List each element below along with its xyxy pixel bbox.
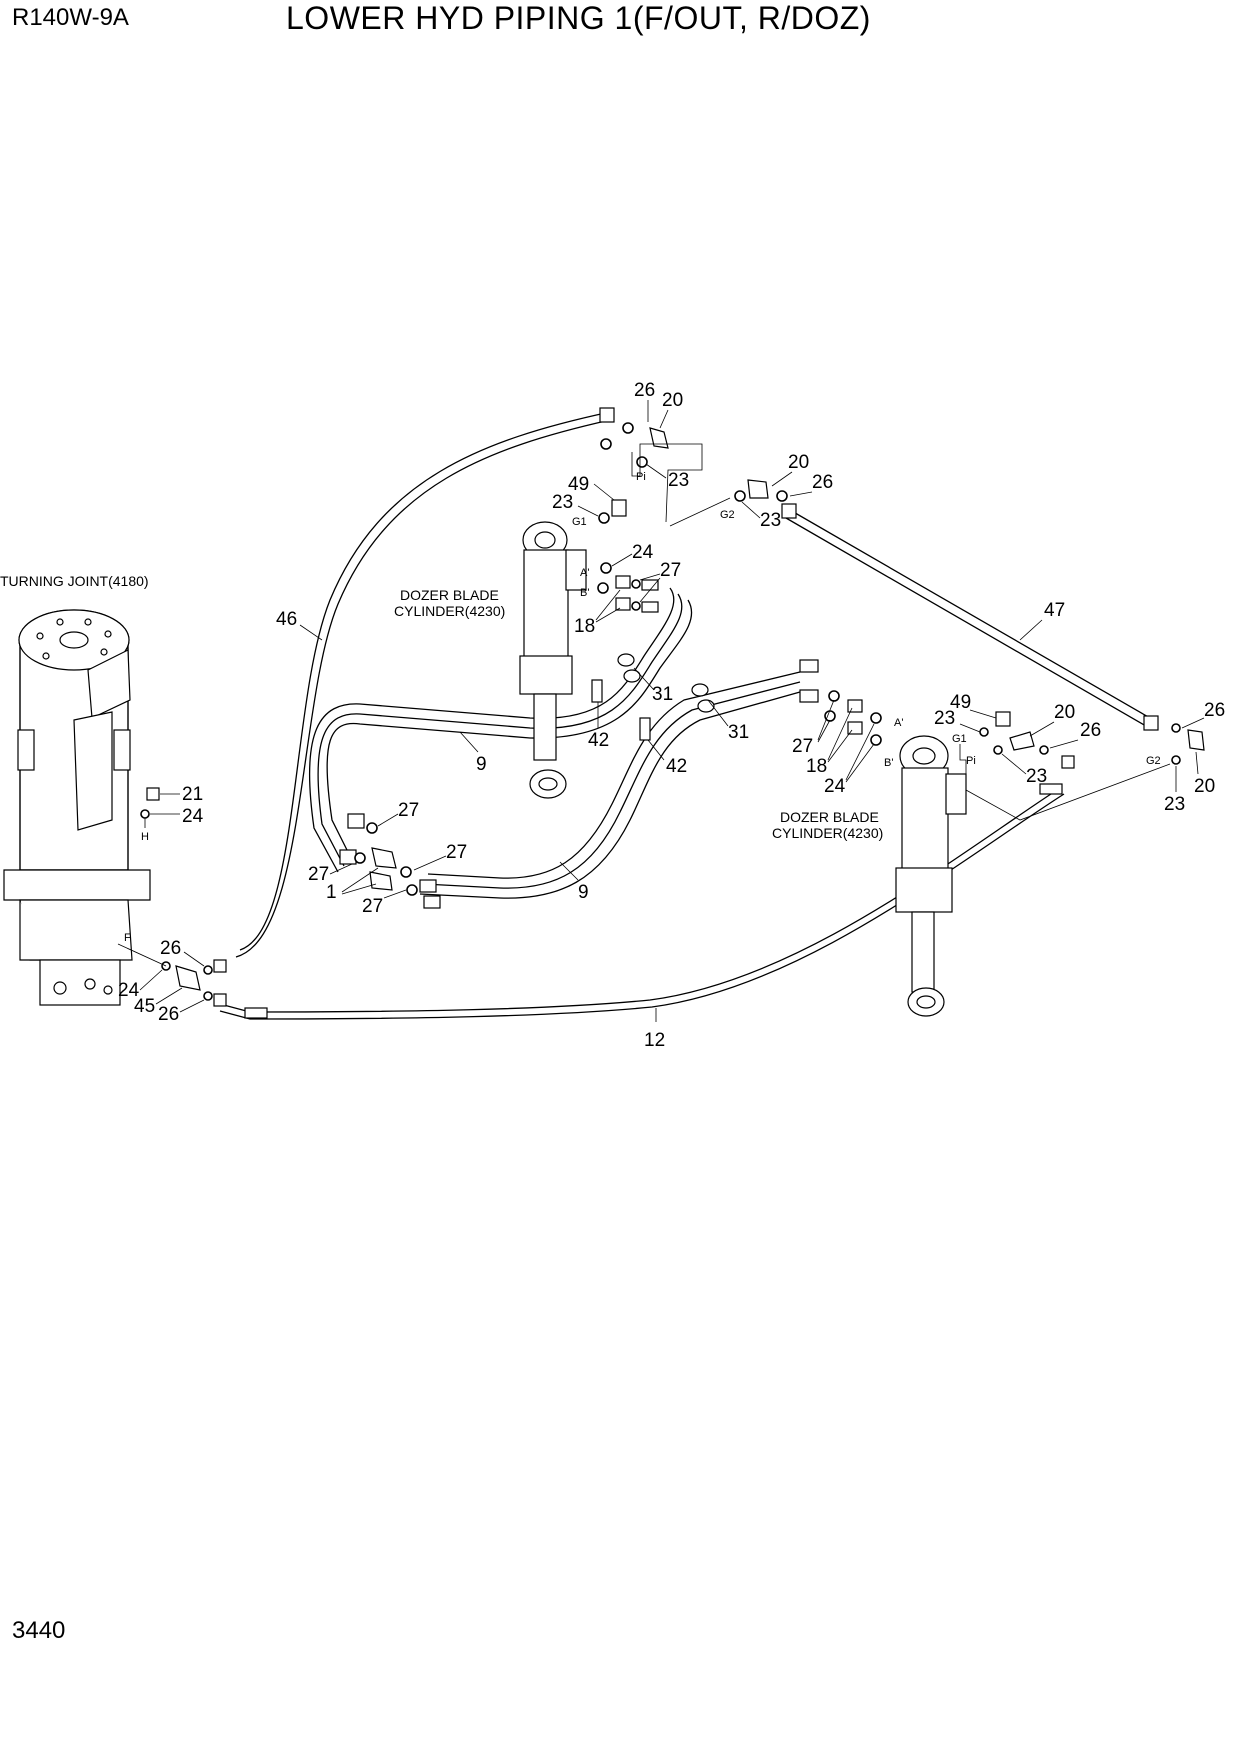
cylinder-left-label-2: CYLINDER(4230) bbox=[394, 603, 505, 619]
callout-18-right: 18 bbox=[806, 756, 827, 777]
callout-26-right: 26 bbox=[1080, 720, 1101, 741]
clamps bbox=[591, 653, 715, 741]
pipe-9-left bbox=[308, 587, 693, 873]
callout-46: 46 bbox=[276, 609, 297, 630]
callout-20-top: 20 bbox=[662, 390, 683, 411]
port-g2-right: G2 bbox=[1146, 755, 1161, 767]
callout-20-far: 20 bbox=[1194, 776, 1215, 797]
port-pi-right: Pi bbox=[966, 755, 976, 767]
port-g1-right: G1 bbox=[952, 733, 967, 745]
callout-49-right: 49 bbox=[950, 692, 971, 713]
callout-27-m4: 27 bbox=[362, 896, 383, 917]
callout-27-m3: 27 bbox=[308, 864, 329, 885]
dozer-cylinder-right bbox=[895, 735, 967, 1017]
turning-joint-drawing bbox=[3, 609, 151, 1006]
callout-23-right: 23 bbox=[934, 708, 955, 729]
dozer-cylinder-left bbox=[519, 521, 587, 799]
callout-23-top: 23 bbox=[668, 470, 689, 491]
callout-26-top: 26 bbox=[634, 380, 655, 401]
callout-24-tj: 24 bbox=[182, 806, 204, 827]
callout-31-a: 31 bbox=[652, 684, 673, 705]
callout-47: 47 bbox=[1044, 600, 1065, 621]
port-pi-left: Pi bbox=[636, 471, 646, 483]
callout-26-bl1: 26 bbox=[160, 938, 181, 959]
callout-1: 1 bbox=[326, 882, 337, 903]
port-a-right: A' bbox=[894, 717, 903, 729]
callout-27-right: 27 bbox=[792, 736, 813, 757]
callout-49-left: 49 bbox=[568, 474, 589, 495]
model-code: R140W-9A bbox=[12, 4, 129, 31]
hose-47 bbox=[781, 503, 1159, 731]
page-number: 3440 bbox=[12, 1617, 66, 1644]
right-cylinder-fittings bbox=[799, 659, 1205, 821]
callout-9-b: 9 bbox=[578, 882, 589, 903]
turning-joint-label: TURNING JOINT(4180) bbox=[0, 573, 149, 589]
callout-18-left: 18 bbox=[574, 616, 595, 637]
callout-23-left: 23 bbox=[552, 492, 573, 513]
hose-46 bbox=[235, 407, 615, 958]
callout-42-b: 42 bbox=[666, 756, 687, 777]
callout-20-right: 20 bbox=[1054, 702, 1075, 723]
callout-21: 21 bbox=[182, 784, 203, 805]
callout-20-mid: 20 bbox=[788, 452, 809, 473]
callout-26-mid: 26 bbox=[812, 472, 833, 493]
callout-27-left: 27 bbox=[660, 560, 681, 581]
callout-31-b: 31 bbox=[728, 722, 749, 743]
callout-24-bl: 24 bbox=[118, 980, 140, 1001]
callout-27-m1: 27 bbox=[398, 800, 419, 821]
cylinder-right-label-2: CYLINDER(4230) bbox=[772, 825, 883, 841]
port-g1-left: G1 bbox=[572, 516, 587, 528]
callout-9-a: 9 bbox=[476, 754, 487, 775]
callout-24-left: 24 bbox=[632, 542, 654, 563]
fitting-21-24 bbox=[140, 787, 180, 828]
callout-26-bl2: 26 bbox=[158, 1004, 179, 1025]
callout-24-right: 24 bbox=[824, 776, 846, 797]
port-h: H bbox=[141, 831, 149, 843]
callout-42-a: 42 bbox=[588, 730, 609, 751]
port-a-left: A' bbox=[580, 567, 589, 579]
port-b-right: B' bbox=[884, 757, 893, 769]
callout-23-mid: 23 bbox=[760, 510, 781, 531]
cylinder-right-label-1: DOZER BLADE bbox=[780, 809, 879, 825]
port-b-left: B' bbox=[580, 587, 589, 599]
tee-fittings-1 bbox=[339, 813, 441, 909]
callout-45: 45 bbox=[134, 996, 155, 1017]
callout-27-m2: 27 bbox=[446, 842, 467, 863]
callout-12: 12 bbox=[644, 1030, 665, 1051]
port-g2-left: G2 bbox=[720, 509, 735, 521]
pipe-9-right bbox=[419, 671, 801, 899]
callout-23-right2: 23 bbox=[1026, 766, 1047, 787]
cylinder-left-label-1: DOZER BLADE bbox=[400, 587, 499, 603]
left-cylinder-fittings bbox=[597, 422, 788, 613]
tee-fittings-45 bbox=[117, 943, 227, 1007]
page-title: LOWER HYD PIPING 1(F/OUT, R/DOZ) bbox=[286, 0, 871, 36]
port-f: F bbox=[124, 932, 131, 944]
callout-23-far: 23 bbox=[1164, 794, 1185, 815]
callout-26-far: 26 bbox=[1204, 700, 1225, 721]
